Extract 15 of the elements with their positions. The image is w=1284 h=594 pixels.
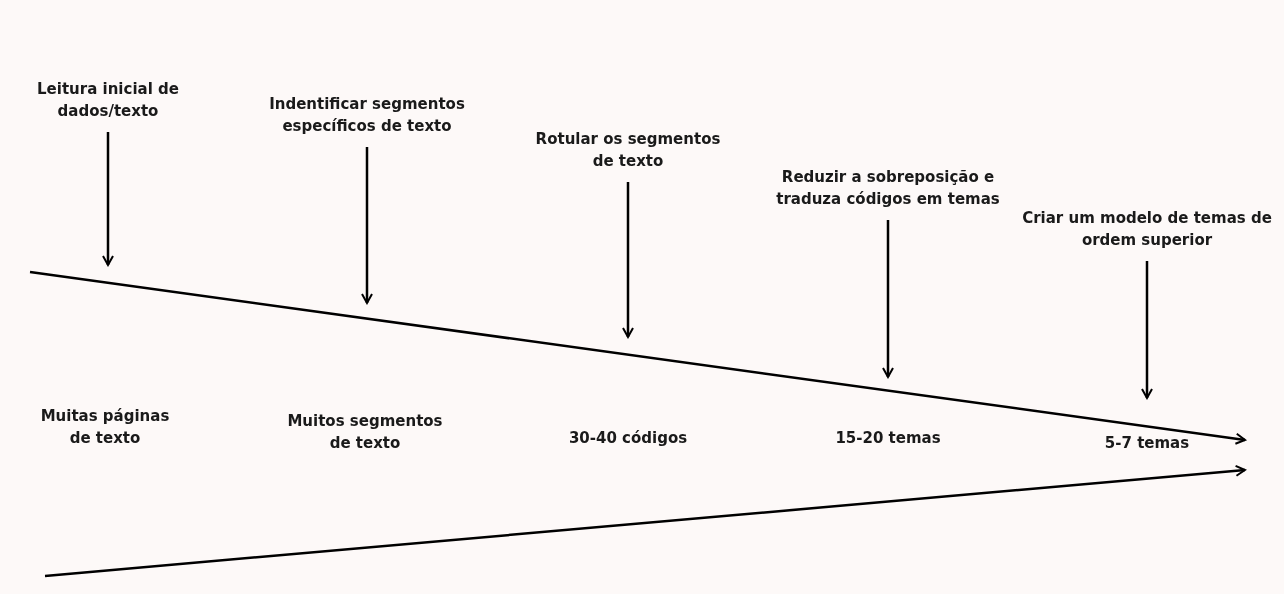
arrow bbox=[622, 182, 634, 338]
stage-count-label: 30-40 códigos bbox=[567, 428, 689, 449]
arrow bbox=[361, 147, 373, 304]
stage-count-label: 5-7 temas bbox=[1103, 433, 1191, 454]
stage-count-label: 15-20 temas bbox=[834, 428, 942, 449]
stage-count-label: Muitos segmentos de texto bbox=[286, 411, 444, 454]
step-text: Leitura inicial de dados/texto bbox=[23, 78, 193, 122]
step-text: Criar um modelo de temas de ordem superior bbox=[1022, 207, 1272, 251]
stage-count-label: Muitas páginas de texto bbox=[39, 406, 171, 449]
step-text: Indentificar segmentos específicos de texto bbox=[257, 93, 477, 137]
step-text: Reduzir a sobreposição e traduza códigos em temas bbox=[768, 166, 1008, 210]
arrow bbox=[882, 220, 894, 378]
arrow bbox=[1141, 261, 1153, 399]
step-text: Rotular os segmentos de texto bbox=[535, 128, 721, 172]
arrow bbox=[102, 132, 114, 266]
